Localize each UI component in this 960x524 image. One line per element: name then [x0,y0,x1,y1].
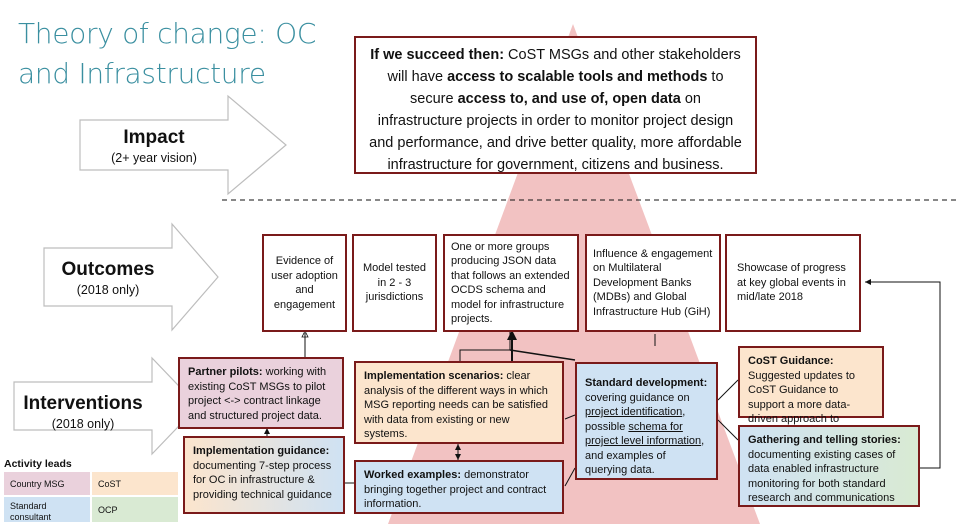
outcome-text: Showcase of progress at key global event… [737,262,846,304]
outcome-text: Evidence of user adoption and engagement [271,255,338,311]
page-title: Theory of change: OC and Infrastructure [18,17,317,90]
arrowhead [455,444,461,450]
legend-country-msg: Country MSG [4,472,90,496]
intervention-text: working with existing CoST MSGs to pilot… [188,366,327,422]
impact-text: to secure [410,69,724,107]
impact-statement-box: If we succeed then: CoST MSGs and other … [354,36,757,174]
impact-label-text: Impact [123,127,185,148]
intervention-cost-guidance: CoST Guidance: Suggested updates to CoST… [738,346,884,440]
interventions-label-sub: (2018 only) [51,417,115,431]
arrowhead [264,428,270,434]
connector-line [509,349,576,361]
intervention-partner-pilots: Partner pilots: working with existing Co… [178,357,344,429]
legend-title: Activity leads [4,458,72,470]
intervention-title: Partner pilots: [188,366,263,378]
outcome-box-user-adoption: Evidence of user adoption and engagement [262,234,347,332]
arrowhead [507,330,517,340]
impact-text: CoST MSGs and other stakeholders will ha… [387,47,741,85]
connector-line [564,414,576,420]
intervention-implementation-guidance: Implementation guidance: documenting 7-s… [183,436,345,514]
intervention-text: demonstrator bringing together project a… [364,469,547,510]
intervention-link: schema for project level information [585,420,702,448]
intervention-title: Standard development: [585,377,708,389]
intervention-link: project identification [585,406,683,418]
impact-lead: If we succeed then: [370,47,505,63]
impact-label: Impact (2+ year vision) [84,126,224,166]
intervention-standard-development: Standard development: covering guidance … [575,362,718,480]
legend-ocp: OCP [92,497,178,523]
connector-line [717,379,739,401]
outcome-box-json-data: One or more groups producing JSON data t… [443,234,579,332]
outcome-box-mdb-engagement: Influence & engagement on Multilateral D… [585,234,721,332]
arrowhead [301,330,309,338]
intervention-title: Gathering and telling stories: [748,434,901,446]
outcome-box-showcase: Showcase of progress at key global event… [725,234,861,332]
outcomes-label-sub: (2018 only) [76,283,140,297]
legend-cost: CoST [92,472,178,496]
intervention-title: CoST Guidance: [748,355,834,367]
intervention-gathering-stories: Gathering and telling stories: documenti… [738,425,920,507]
arrowhead [455,454,461,460]
outcomes-arrow [43,222,219,332]
intervention-title: Implementation scenarios: [364,370,504,382]
intervention-title: Implementation guidance: [193,445,330,457]
intervention-text: documenting existing cases of data enabl… [748,448,896,505]
intervention-text: clear analysis of the different ways in … [364,370,549,440]
connector-line [717,419,739,441]
interventions-label-text: Interventions [23,393,143,414]
intervention-implementation-scenarios: Implementation scenarios: clear analysis… [354,361,564,444]
outcomes-label-text: Outcomes [61,259,155,280]
intervention-text: documenting 7-step process for OC in inf… [193,459,332,501]
interventions-label: Interventions (2018 only) [14,392,152,432]
intervention-text: , and examples of querying data. [585,435,705,476]
outcomes-label: Outcomes (2018 only) [46,258,170,298]
outcome-text: One or more groups producing JSON data t… [451,240,570,326]
arrowhead [865,279,871,285]
connector-line [865,281,941,469]
interventions-arrow [13,356,199,456]
impact-text: on infrastructure projects in order to m… [369,91,742,173]
impact-bold: access to scalable tools and methods [447,69,708,85]
impact-label-sub: (2+ year vision) [111,151,197,165]
legend-standard-consultant: Standard consultant [4,497,90,523]
connector-line [459,332,511,361]
outcome-text: Influence & engagement on Multilateral D… [593,247,713,318]
intervention-title: Worked examples: [364,469,462,481]
intervention-text: covering guidance on [585,391,690,404]
intervention-worked-examples: Worked examples: demonstrator bringing t… [354,460,564,514]
impact-arrow [79,94,287,196]
intervention-text: , possible [585,406,686,433]
connector-line [564,467,576,487]
impact-bold: access to, and use of, open data [457,91,681,107]
outcome-text: Model tested in 2 - 3 jurisdictions [363,262,426,304]
outcome-box-model-tested: Model tested in 2 - 3 jurisdictions [352,234,437,332]
